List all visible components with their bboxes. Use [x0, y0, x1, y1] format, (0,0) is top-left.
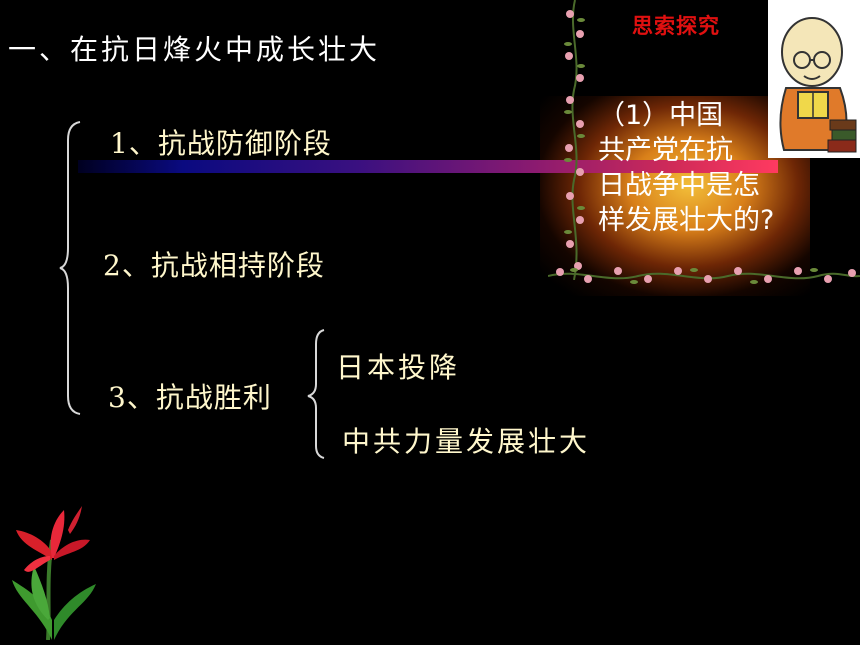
ccp-growth: 中共力量发展壮大	[342, 425, 591, 458]
stage-victory: 3、抗战胜利	[108, 381, 272, 414]
victory-brace	[307, 329, 325, 459]
red-canna-flower-icon	[12, 506, 96, 640]
stage-stalemate: 2、抗战相持阶段	[103, 249, 325, 282]
question-line: 日战争中是怎	[598, 170, 760, 201]
japan-surrender: 日本投降	[336, 351, 461, 384]
question-glow	[540, 96, 810, 296]
question-line: 样发展壮大的?	[598, 205, 775, 236]
question-line: 共产党在抗	[598, 135, 733, 166]
reading-figure	[768, 0, 860, 158]
stage-defense: 1、抗战防御阶段	[110, 127, 332, 160]
inquiry-badge: 思索探究	[632, 14, 720, 38]
stages-brace	[59, 121, 81, 415]
page-title: 一、在抗日烽火中成长壮大	[8, 33, 381, 66]
flower-vine-icon	[564, 0, 585, 280]
reading-monk-icon	[779, 17, 857, 153]
flower-border-icon	[548, 267, 860, 284]
divider-bar	[78, 160, 778, 173]
inquiry-question: （1）中国 共产党在抗 日战争中是怎 样发展壮大的?	[598, 98, 818, 238]
question-line: （1）中国	[598, 100, 724, 131]
